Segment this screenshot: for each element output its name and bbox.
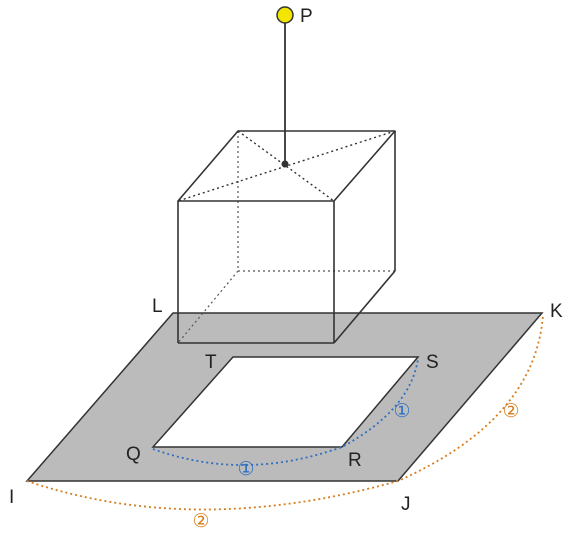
path-2-label-right: ② — [502, 400, 519, 422]
point-label-I: I — [9, 487, 14, 508]
square-sheet-with-hole — [25, 312, 544, 482]
point-label-J: J — [401, 494, 411, 515]
path-2-curve — [26, 314, 544, 511]
top-face-center-dot — [281, 160, 289, 168]
point-label-T: T — [205, 352, 217, 373]
light-source-P — [276, 6, 294, 24]
path-1-label-bottom: ① — [237, 458, 254, 480]
top-face-diagonals — [177, 130, 396, 202]
point-label-P: P — [300, 6, 313, 27]
path-2-label-bottom: ② — [192, 510, 209, 532]
path-1-curve — [152, 358, 419, 466]
cube-visible-edges — [177, 130, 396, 344]
point-label-S: S — [426, 352, 439, 373]
path-1-label-right: ① — [393, 400, 410, 422]
point-label-L: L — [152, 296, 163, 317]
point-label-K: K — [550, 301, 563, 322]
point-label-R: R — [348, 450, 362, 471]
point-label-Q: Q — [126, 444, 141, 465]
